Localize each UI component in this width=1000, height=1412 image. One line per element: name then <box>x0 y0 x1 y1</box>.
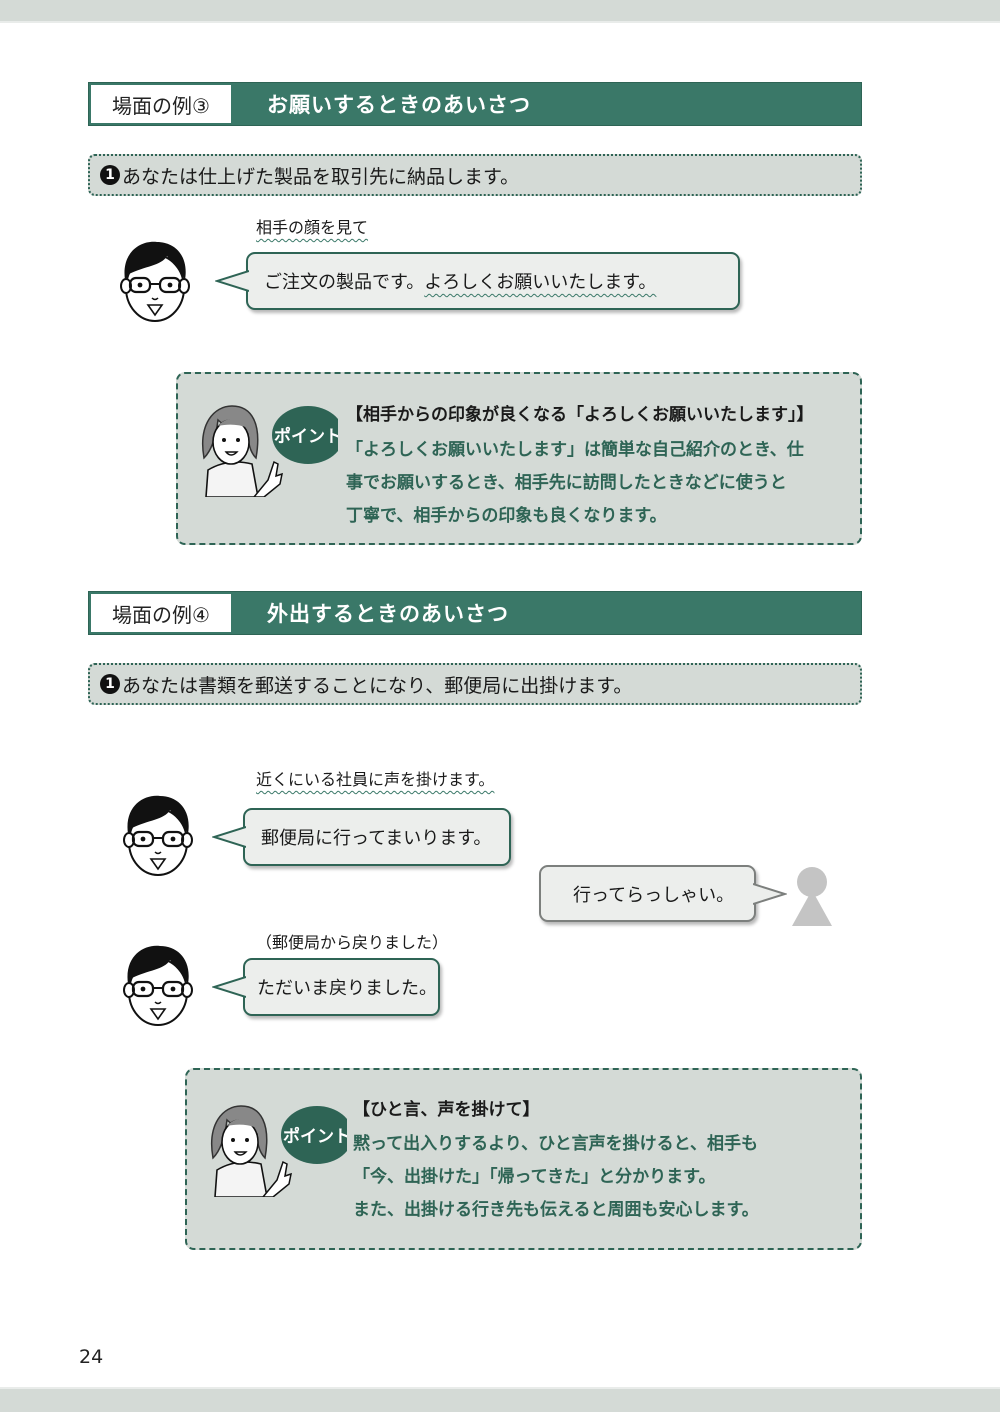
point-line: 「よろしくお願いいたします」は簡単な自己紹介のとき、仕 <box>346 440 804 460</box>
point-line: 事でお願いするとき、相手先に訪問したときなどに使うと <box>346 473 787 493</box>
point-line: 「今、出掛けた」「帰ってきた」と分かります。 <box>353 1167 716 1187</box>
point-body: 「よろしくお願いいたします」は簡単な自己紹介のとき、仕 事でお願いするとき、相手… <box>346 434 804 533</box>
section-title: お願いするときのあいさつ <box>267 93 531 117</box>
section-header-scene-3: 場面の例③ お願いするときのあいさつ <box>88 82 862 126</box>
point-line: 丁寧で、相手からの印象も良くなります。 <box>346 506 667 526</box>
point-badge-label: ポイント <box>274 426 338 447</box>
speech-text: ただいま戻りました。 <box>257 978 437 999</box>
speech-text: ご注文の製品です。 <box>264 272 425 293</box>
top-page-band <box>0 0 1000 23</box>
circled-number-icon: 1 <box>100 674 120 694</box>
bottom-page-band <box>0 1387 1000 1412</box>
point-badge-label: ポイント <box>283 1126 347 1147</box>
point-line: 黙って出入りするより、ひと言声を掛けると、相手も <box>353 1134 758 1154</box>
speech-text: 行ってらっしゃい。 <box>573 884 735 906</box>
point-heading: 【ひと言、声を掛けて】 <box>353 1100 540 1120</box>
point-line: また、出掛ける行き先も伝えると周囲も安心します。 <box>353 1200 759 1220</box>
speech-emphasis-text: よろしくお願いいたします。 <box>424 272 657 293</box>
male-employee-avatar-icon <box>123 945 193 1026</box>
section-label: 場面の例③ <box>91 85 231 123</box>
speech-bubble: ただいま戻りました。 <box>212 958 440 1016</box>
section-title: 外出するときのあいさつ <box>267 602 509 626</box>
point-heading: 【相手からの印象が良くなる「よろしくお願いいたします」】 <box>346 405 814 425</box>
scenario-text: あなたは書類を郵送することになり、郵便局に出掛けます。 <box>122 674 633 697</box>
male-employee-avatar-icon <box>123 795 193 876</box>
point-advisor-icon: ポイント <box>202 405 338 497</box>
scenario-text: あなたは仕上げた製品を取引先に納品します。 <box>122 165 520 188</box>
page-number: 24 <box>79 1346 104 1368</box>
reply-speech-bubble: 行ってらっしゃい。 <box>539 865 787 922</box>
section-header-scene-4: 場面の例④ 外出するときのあいさつ <box>88 591 862 635</box>
point-advisor-icon: ポイント <box>211 1105 347 1197</box>
speech-bubble: ご注文の製品です。 よろしくお願いいたします。 <box>215 252 740 310</box>
male-employee-avatar-icon <box>120 241 190 322</box>
speech-bubble: 郵便局に行ってまいります。 <box>212 808 511 866</box>
speech-text: 郵便局に行ってまいります。 <box>261 828 492 849</box>
scenario-box-scene-3: 1 あなたは仕上げた製品を取引先に納品します。 <box>88 154 862 196</box>
circled-number-icon: 1 <box>100 165 120 185</box>
stage-direction: 近くにいる社員に声を掛けます。 <box>256 770 495 789</box>
stage-direction: 相手の顔を見て <box>256 218 369 237</box>
coworker-silhouette-icon <box>792 867 832 926</box>
section-label: 場面の例④ <box>91 594 231 632</box>
point-body: 黙って出入りするより、ひと言声を掛けると、相手も 「今、出掛けた」「帰ってきた」… <box>353 1128 759 1227</box>
point-box-scene-4: ポイント 【ひと言、声を掛けて】 黙って出入りするより、ひと言声を掛けると、相手… <box>185 1068 862 1250</box>
point-box-scene-3: ポイント 【相手からの印象が良くなる「よろしくお願いいたします」】 「よろしくお… <box>176 372 862 545</box>
scenario-box-scene-4: 1 あなたは書類を郵送することになり、郵便局に出掛けます。 <box>88 663 862 705</box>
stage-direction: （郵便局から戻りました） <box>256 933 449 952</box>
